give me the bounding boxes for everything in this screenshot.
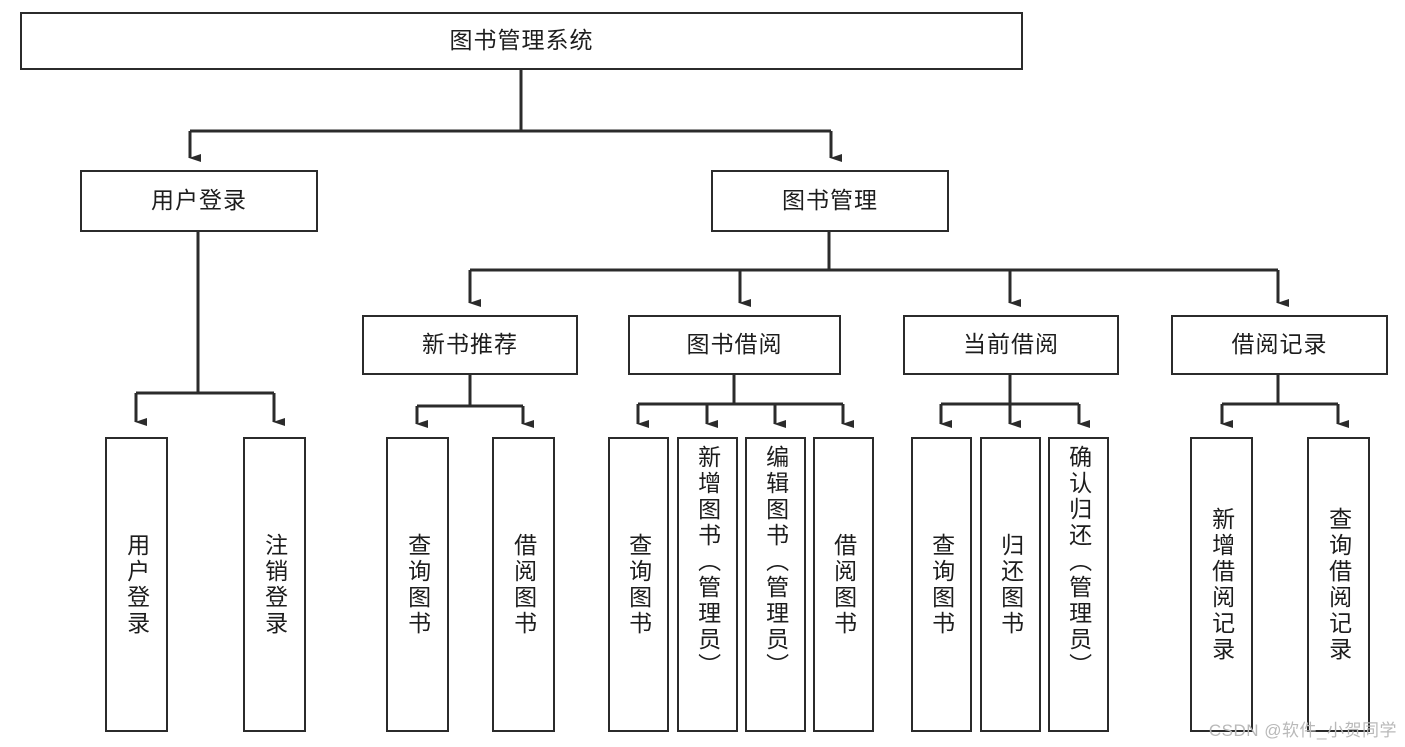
leaf-borrow-book[interactable]: 借阅图书 (813, 437, 874, 732)
leaf-return-book[interactable]: 归还图书 (980, 437, 1041, 732)
node-book-borrow[interactable]: 图书借阅 (628, 315, 841, 375)
leaf-borrow-book-new[interactable]: 借阅图书 (492, 437, 555, 732)
leaf-add-borrow-record[interactable]: 新增借阅记录 (1190, 437, 1253, 732)
leaf-query-book-current[interactable]: 查询图书 (911, 437, 972, 732)
leaf-query-book-new[interactable]: 查询图书 (386, 437, 449, 732)
leaf-add-book-admin[interactable]: 新增图书（管理员） (677, 437, 738, 732)
csdn-watermark: CSDN @软件_小贺同学 (1208, 721, 1397, 740)
node-current-borrow[interactable]: 当前借阅 (903, 315, 1119, 375)
leaf-confirm-return-admin[interactable]: 确认归还（管理员） (1048, 437, 1109, 732)
node-book-management[interactable]: 图书管理 (711, 170, 949, 232)
node-new-book-recommend[interactable]: 新书推荐 (362, 315, 578, 375)
leaf-query-book-borrow[interactable]: 查询图书 (608, 437, 669, 732)
leaf-edit-book-admin[interactable]: 编辑图书（管理员） (745, 437, 806, 732)
node-borrow-record[interactable]: 借阅记录 (1171, 315, 1388, 375)
leaf-query-borrow-record[interactable]: 查询借阅记录 (1307, 437, 1370, 732)
leaf-logout[interactable]: 注销登录 (243, 437, 306, 732)
node-root-system[interactable]: 图书管理系统 (20, 12, 1023, 70)
node-user-login[interactable]: 用户登录 (80, 170, 318, 232)
leaf-user-login[interactable]: 用户登录 (105, 437, 168, 732)
